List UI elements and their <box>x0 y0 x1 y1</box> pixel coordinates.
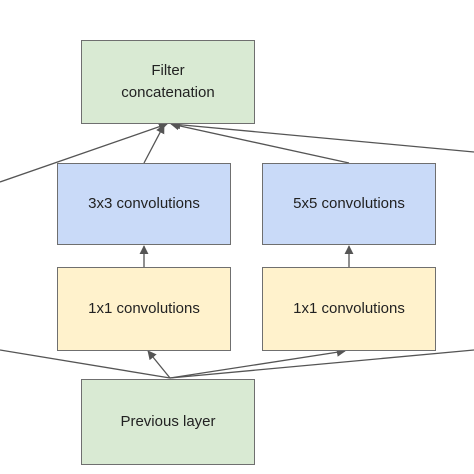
filter-concatenation-box: Filter concatenation <box>81 40 255 124</box>
edge-previous-to-1x1-right <box>169 347 346 379</box>
conv-5x5-box: 5x5 convolutions <box>262 163 436 245</box>
conv-3x3-box: 3x3 convolutions <box>57 163 231 245</box>
edge-previous-to-1x1-left <box>147 350 171 379</box>
edge-3x3-to-filter <box>143 124 165 164</box>
edge-5x5-to-filter <box>170 121 350 164</box>
conv-1x1-left-box: 1x1 convolutions <box>57 267 231 351</box>
edge-previous-to-offscreen-left <box>0 349 171 379</box>
edge-previous-to-offscreen-right <box>169 349 474 379</box>
previous-layer-box: Previous layer <box>81 379 255 465</box>
edge-offscreen-left-to-filter <box>0 122 168 183</box>
conv-1x1-right-box: 1x1 convolutions <box>262 267 436 351</box>
edge-offscreen-right-to-filter <box>171 120 474 153</box>
